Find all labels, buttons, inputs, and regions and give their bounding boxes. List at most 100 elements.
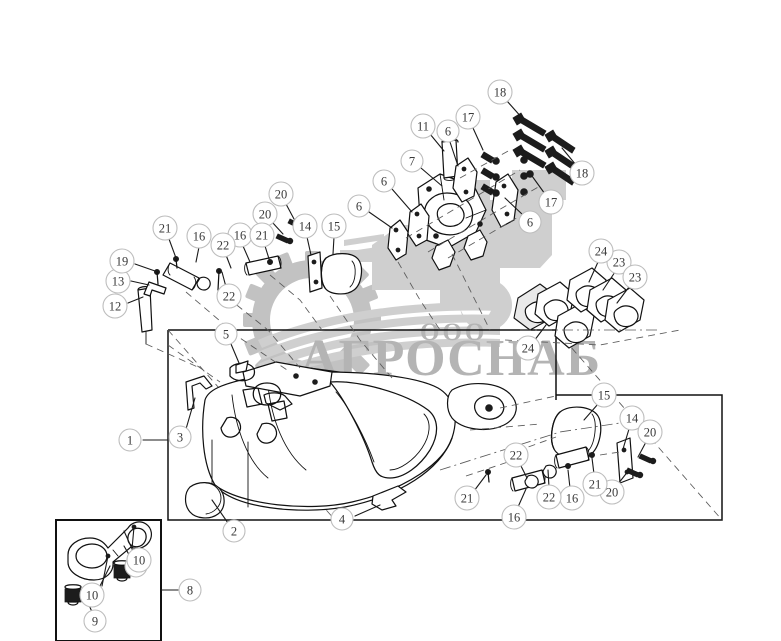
callout-number: 2 <box>231 525 237 539</box>
callout-bubble[interactable] <box>515 335 541 361</box>
callout-16[interactable]: 16 <box>186 223 212 263</box>
callout-bubble[interactable] <box>518 210 542 234</box>
callout-bubble[interactable] <box>501 504 527 530</box>
callout-bubble[interactable] <box>222 519 246 543</box>
callout-22[interactable]: 22 <box>210 232 236 269</box>
callout-bubble[interactable] <box>152 215 178 241</box>
callout-leader-line <box>637 441 647 458</box>
callout-bubble[interactable] <box>588 238 614 264</box>
callout-bubble[interactable] <box>400 149 424 173</box>
callout-bubble[interactable] <box>214 322 238 346</box>
callout-leader-line <box>264 245 271 263</box>
callout-bubble[interactable] <box>569 160 595 186</box>
part-6-link-b <box>407 203 430 247</box>
callout-24[interactable]: 24 <box>588 238 614 283</box>
callout-7[interactable]: 7 <box>400 149 443 187</box>
callout-6[interactable]: 6 <box>372 169 413 213</box>
callout-bubble[interactable] <box>372 169 396 193</box>
callout-12[interactable]: 12 <box>102 293 144 319</box>
callout-bubble[interactable] <box>536 484 562 510</box>
callout-22[interactable]: 22 <box>216 271 242 309</box>
callout-leader-line <box>622 428 630 450</box>
callout-17[interactable]: 17 <box>455 104 484 151</box>
callout-1[interactable]: 1 <box>118 428 169 452</box>
callout-3[interactable]: 3 <box>168 397 196 449</box>
callout-bubble[interactable] <box>436 119 460 143</box>
callout-bubble[interactable] <box>249 222 275 248</box>
callout-number: 4 <box>339 513 346 527</box>
callout-15[interactable]: 15 <box>321 213 347 255</box>
callout-bubble[interactable] <box>503 442 529 468</box>
callout-number: 10 <box>133 554 146 568</box>
callout-13[interactable]: 13 <box>105 268 150 294</box>
callout-23[interactable]: 23 <box>616 264 648 304</box>
callout-bubble[interactable] <box>591 382 617 408</box>
callout-20[interactable]: 20 <box>268 181 295 220</box>
callout-number: 21 <box>159 222 172 236</box>
callout-bubble[interactable] <box>79 582 105 608</box>
callout-24[interactable]: 24 <box>515 324 547 361</box>
callout-number: 15 <box>328 220 341 234</box>
callout-21[interactable]: 21 <box>582 457 608 497</box>
callout-bubble[interactable] <box>83 609 107 633</box>
callout-bubble[interactable] <box>102 293 128 319</box>
callout-leader-line <box>588 261 599 283</box>
callout-6[interactable]: 6 <box>347 194 393 229</box>
callout-8[interactable]: 8 <box>160 578 202 602</box>
callout-10[interactable]: 10 <box>79 565 111 608</box>
callout-bubble[interactable] <box>622 264 648 290</box>
callout-leader-line <box>123 530 134 552</box>
callout-16[interactable]: 16 <box>501 488 527 530</box>
callout-14[interactable]: 14 <box>619 405 645 450</box>
callout-6[interactable]: 6 <box>436 119 460 167</box>
callout-bubble[interactable] <box>168 425 192 449</box>
callout-6[interactable]: 6 <box>504 197 542 234</box>
callout-bubble[interactable] <box>292 213 318 239</box>
callout-number: 20 <box>275 188 288 202</box>
callout-bubble[interactable] <box>216 283 242 309</box>
callout-leader-line <box>127 296 144 304</box>
callout-bubble[interactable] <box>330 507 354 531</box>
callout-bubble[interactable] <box>538 189 564 215</box>
callout-16[interactable]: 16 <box>559 469 585 511</box>
callout-bubble[interactable] <box>347 194 371 218</box>
callout-bubble[interactable] <box>637 419 663 445</box>
callout-15[interactable]: 15 <box>583 382 617 421</box>
callout-21[interactable]: 21 <box>152 215 178 259</box>
callout-bubble[interactable] <box>410 113 436 139</box>
callout-bubble[interactable] <box>454 485 480 511</box>
callout-14[interactable]: 14 <box>292 213 318 256</box>
callout-20[interactable]: 20 <box>637 419 663 458</box>
alignment-guides <box>145 253 491 383</box>
callout-11[interactable]: 11 <box>410 113 445 152</box>
callout-18[interactable]: 18 <box>487 79 524 120</box>
callout-bubble[interactable] <box>210 232 236 258</box>
callout-22[interactable]: 22 <box>503 442 529 479</box>
callout-bubble[interactable] <box>582 471 608 497</box>
callout-21[interactable]: 21 <box>249 222 275 263</box>
callout-number: 20 <box>644 426 657 440</box>
callout-10[interactable]: 10 <box>123 530 152 573</box>
callout-17[interactable]: 17 <box>531 175 564 215</box>
callout-2[interactable]: 2 <box>211 499 246 543</box>
callout-bubble[interactable] <box>455 104 481 130</box>
callout-bubble[interactable] <box>186 223 212 249</box>
callout-19[interactable]: 19 <box>109 248 156 274</box>
callout-bubble[interactable] <box>126 547 152 573</box>
callout-bubble[interactable] <box>118 428 142 452</box>
callout-bubble[interactable] <box>321 213 347 239</box>
callout-bubble[interactable] <box>487 79 513 105</box>
callout-leader-line <box>271 221 284 235</box>
callout-4[interactable]: 4 <box>330 504 381 531</box>
callout-5[interactable]: 5 <box>214 322 240 364</box>
callout-number: 19 <box>116 255 129 269</box>
callout-bubble[interactable] <box>109 248 135 274</box>
callout-22[interactable]: 22 <box>536 469 562 510</box>
callout-18[interactable]: 18 <box>561 147 595 186</box>
callout-bubble[interactable] <box>619 405 645 431</box>
callout-number: 11 <box>417 120 429 134</box>
callout-number: 7 <box>409 155 415 169</box>
callout-bubble[interactable] <box>178 578 202 602</box>
callout-bubble[interactable] <box>268 181 294 207</box>
callout-21[interactable]: 21 <box>454 474 487 511</box>
